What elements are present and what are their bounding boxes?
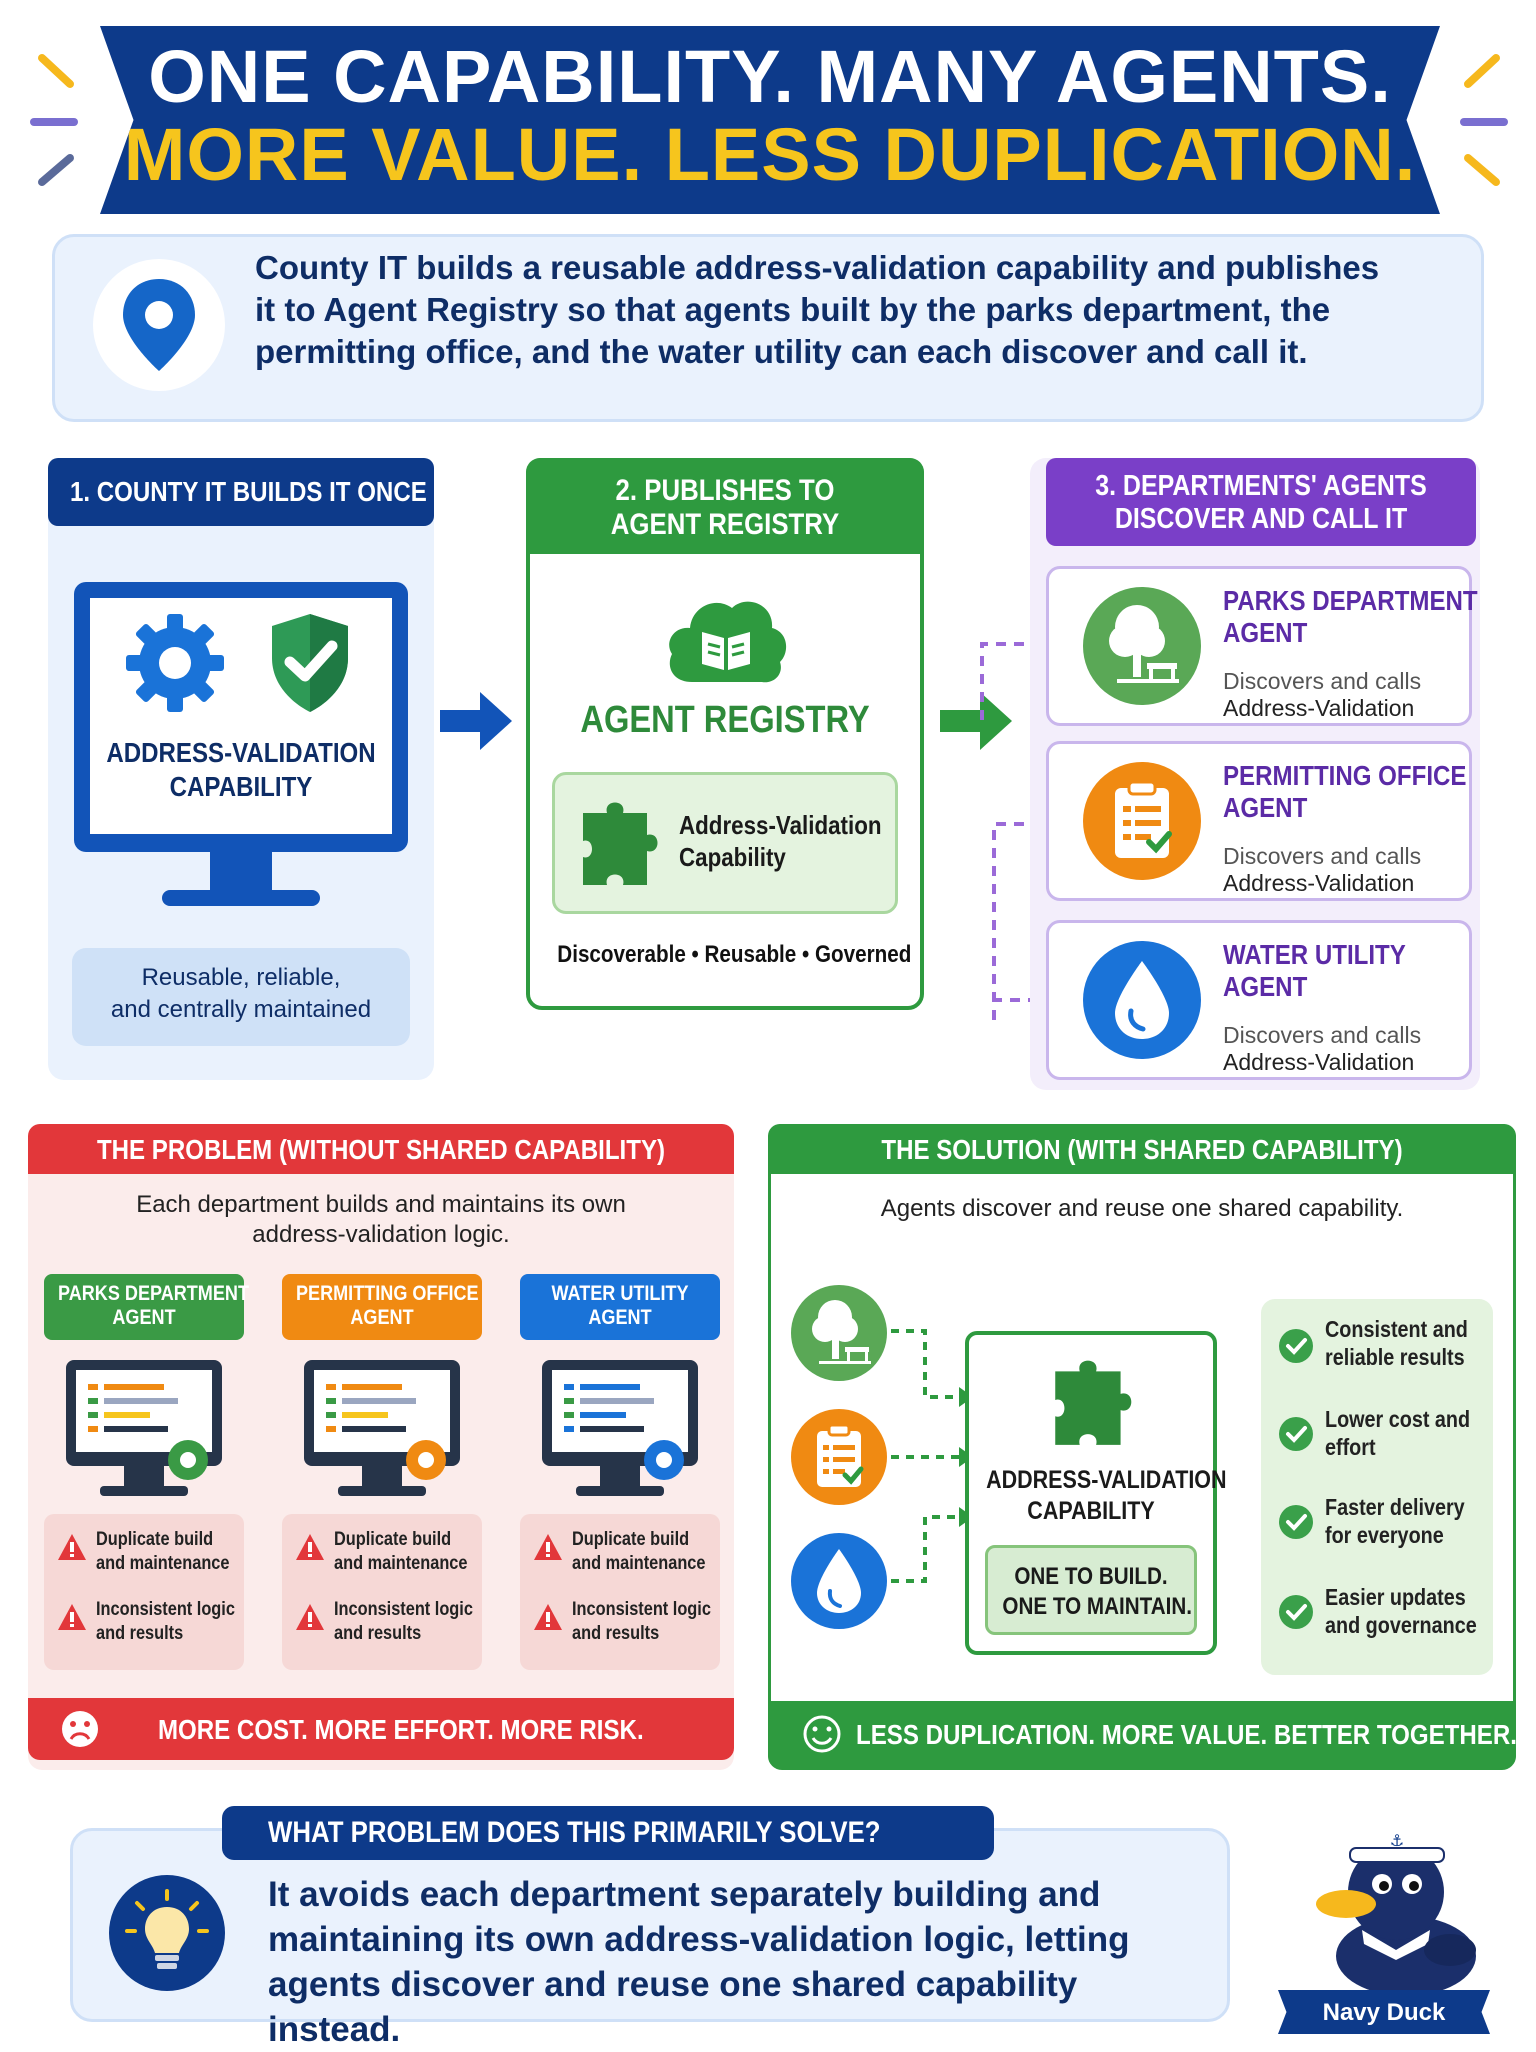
capability-name-line-2: CAPABILITY (169, 771, 313, 802)
clipboard-check-icon (1083, 762, 1201, 880)
parks-agent-card: PARKS DEPARTMENT AGENT Discovers and cal… (1046, 566, 1478, 726)
permitting-agent-sub-1: Discovers and calls (1223, 843, 1422, 869)
shared-capability-box: ADDRESS-VALIDATION CAPABILITY ONE TO BUI… (965, 1331, 1227, 1655)
problem-header: THE PROBLEM (WITHOUT SHARED CAPABILITY) (28, 1124, 734, 1174)
registry-card-line-2: Capability (679, 842, 786, 872)
banner-line-2: MORE VALUE. LESS DUPLICATION. (123, 113, 1417, 196)
step-1-panel: 1. COUNTY IT BUILDS IT ONCE ADDRESS-VALI… (48, 458, 434, 1080)
mascot-name-label: Navy Duck (1278, 1990, 1490, 2034)
warning-icon (534, 1604, 562, 1630)
water-agent-title-2: AGENT (1223, 971, 1308, 1002)
warning-icon (296, 1604, 324, 1630)
water-agent-title-1: WATER UTILITY (1223, 939, 1406, 970)
solution-header: THE SOLUTION (WITH SHARED CAPABILITY) (768, 1124, 1516, 1174)
solution-desc: Agents discover and reuse one shared cap… (880, 1195, 1404, 1222)
cloud-book-icon (669, 601, 787, 683)
check-icon (1279, 1417, 1313, 1451)
intro-panel: County IT builds a reusable address-vali… (52, 234, 1484, 422)
shared-capability-line-2: CAPABILITY (1027, 1497, 1155, 1525)
step-3-header: 3. DEPARTMENTS' AGENTS DISCOVER AND CALL… (1046, 458, 1476, 546)
step-1-header: 1. COUNTY IT BUILDS IT ONCE (48, 458, 434, 526)
warning-icon (296, 1534, 324, 1560)
permitting-agent-title-1: PERMITTING OFFICE (1223, 760, 1467, 791)
registry-title: AGENT REGISTRY (580, 699, 870, 741)
registry-capability-card: Address-Validation Capability (552, 772, 898, 914)
problem-permitting-column: PERMITTING OFFICE AGENT (282, 1274, 482, 1340)
arrow-right-icon (940, 692, 1012, 750)
step-2-header: 2. PUBLISHES TO AGENT REGISTRY (526, 458, 924, 554)
question-panel (70, 1828, 1230, 2022)
svg-text:⚓: ⚓ (1390, 1831, 1404, 1850)
title-banner: ONE CAPABILITY. MANY AGENTS. MORE VALUE.… (100, 26, 1440, 214)
registry-card-line-1: Address-Validation (679, 810, 882, 840)
capability-name-line-1: ADDRESS-VALIDATION (106, 737, 376, 768)
shield-check-icon (272, 614, 348, 712)
smile-face-icon (803, 1715, 841, 1753)
gear-icon (126, 614, 224, 712)
duck-mascot-icon: ⚓ (1316, 1831, 1476, 1996)
permitting-agent-title-2: AGENT (1223, 792, 1308, 823)
solution-footer: LESS DUPLICATION. MORE VALUE. BETTER TOG… (768, 1701, 1517, 1767)
shared-capability-line-1: ADDRESS-VALIDATION (986, 1466, 1227, 1494)
sad-face-icon (62, 1711, 98, 1747)
water-drop-icon (1083, 941, 1201, 1059)
banner-line-1: ONE CAPABILITY. MANY AGENTS. (148, 35, 1392, 118)
question-answer: It avoids each department separately bui… (268, 1875, 1130, 2049)
check-icon (1279, 1505, 1313, 1539)
registry-tagline: Discoverable • Reusable • Governed (557, 941, 912, 968)
problem-parks-label: PARKS DEPARTMENT AGENT (44, 1274, 249, 1340)
problem-permitting-label: PERMITTING OFFICE AGENT (282, 1274, 482, 1340)
warning-icon (534, 1534, 562, 1560)
parks-agent-sub-2: Address-Validation (1223, 695, 1415, 721)
clipboard-check-icon (791, 1409, 887, 1505)
dashed-connector-lines (891, 1329, 973, 1583)
permitting-agent-sub-2: Address-Validation (1223, 870, 1415, 896)
problem-water-label: WATER UTILITY AGENT (520, 1274, 720, 1340)
problem-panel: THE PROBLEM (WITHOUT SHARED CAPABILITY) … (28, 1124, 734, 1770)
puzzle-piece-icon (583, 802, 658, 885)
step-3-panel: 3. DEPARTMENTS' AGENTS DISCOVER AND CALL… (1030, 458, 1480, 1090)
step-2-panel: 2. PUBLISHES TO AGENT REGISTRY AGENT REG… (526, 458, 924, 1010)
check-icon (1279, 1595, 1313, 1629)
check-icon (1279, 1329, 1313, 1363)
problem-monitors (66, 1360, 698, 1496)
problem-parks-column: PARKS DEPARTMENT AGENT (44, 1274, 249, 1340)
tree-bench-icon (1083, 587, 1201, 705)
problem-desc-line-1: Each department builds and maintains its… (136, 1191, 626, 1218)
problem-footer: MORE COST. MORE EFFORT. MORE RISK. (28, 1698, 734, 1760)
question-header: WHAT PROBLEM DOES THIS PRIMARILY SOLVE? (222, 1806, 994, 1860)
location-pin-icon (93, 259, 225, 391)
parks-agent-sub-1: Discovers and calls (1223, 668, 1422, 694)
warning-icon (58, 1604, 86, 1630)
parks-agent-title-2: AGENT (1223, 617, 1308, 648)
permitting-agent-card: PERMITTING OFFICE AGENT Discovers and ca… (1046, 741, 1472, 901)
parks-agent-title-1: PARKS DEPARTMENT (1223, 585, 1478, 616)
step-1-note: Reusable, reliable, and centrally mainta… (72, 948, 410, 1046)
tree-bench-icon (791, 1285, 887, 1381)
arrow-right-icon (440, 692, 512, 750)
solution-panel: THE SOLUTION (WITH SHARED CAPABILITY) Ag… (768, 1124, 1517, 1770)
lightbulb-icon (109, 1875, 225, 1991)
water-agent-sub-2: Address-Validation (1223, 1049, 1415, 1075)
one-to-build-badge: ONE TO BUILD. ONE TO MAINTAIN. (985, 1545, 1197, 1635)
puzzle-piece-icon (1055, 1360, 1132, 1445)
warning-icon (58, 1534, 86, 1560)
water-agent-card: WATER UTILITY AGENT Discovers and calls … (1046, 920, 1472, 1080)
intro-text: County IT builds a reusable address-vali… (255, 249, 1380, 370)
problem-water-column: WATER UTILITY AGENT (520, 1274, 720, 1340)
problem-desc-line-2: address-validation logic. (252, 1221, 510, 1248)
water-drop-icon (791, 1533, 887, 1629)
water-agent-sub-1: Discovers and calls (1223, 1022, 1422, 1048)
left-sparkles-icon (30, 54, 78, 186)
right-sparkles-icon (1460, 54, 1508, 186)
